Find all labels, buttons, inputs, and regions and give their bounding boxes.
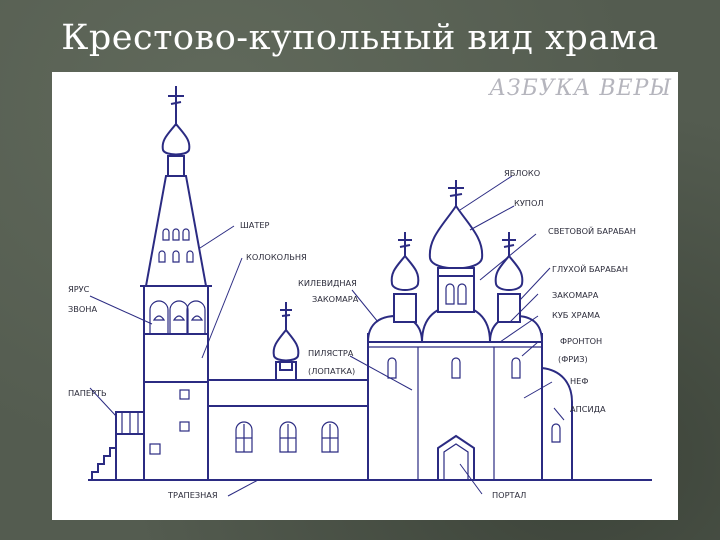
porch [92, 412, 144, 480]
label-zakomara-1: ЗАКОМАРА [312, 294, 359, 304]
diagram-panel: АЗБУКА ВЕРЫ [52, 72, 678, 520]
label-shater: ШАТЕР [240, 220, 270, 230]
label-pilyastra: ПИЛЯСТРА [308, 348, 354, 358]
label-friz: (ФРИЗ) [558, 354, 588, 364]
label-trapeznaya: ТРАПЕЗНАЯ [167, 490, 218, 500]
label-fronton: ФРОНТОН [560, 336, 602, 346]
label-paperty: ПАПЕРТЬ [68, 388, 107, 398]
label-kub-khrama: КУБ ХРАМА [552, 310, 600, 320]
label-portal: ПОРТАЛ [492, 490, 526, 500]
church-diagram: ШАТЕР КОЛОКОЛЬНЯ ЯРУС ЗВОНА ПАПЕРТЬ ТРАП… [52, 72, 678, 520]
label-kupol: КУПОЛ [514, 198, 544, 208]
label-yarus: ЯРУС [68, 284, 90, 294]
label-lopatka: (ЛОПАТКА) [308, 366, 355, 376]
label-yabloko: ЯБЛОКО [504, 168, 540, 178]
label-kolokolnya: КОЛОКОЛЬНЯ [246, 252, 307, 262]
label-svetovoy-baraban: СВЕТОВОЙ БАРАБАН [548, 225, 636, 236]
bell-tower [140, 86, 212, 480]
refectory [208, 302, 368, 480]
slide-title: Крестово-купольный вид храма [0, 18, 720, 58]
label-apsida: АПСИДА [570, 404, 606, 414]
label-zakomara-2: ЗАКОМАРА [552, 290, 599, 300]
label-nef: НЕФ [570, 376, 588, 386]
label-kilevidnaya: КИЛЕВИДНАЯ [298, 278, 357, 288]
label-glukhoy-baraban: ГЛУХОЙ БАРАБАН [552, 263, 628, 274]
label-zvona: ЗВОНА [68, 304, 97, 314]
